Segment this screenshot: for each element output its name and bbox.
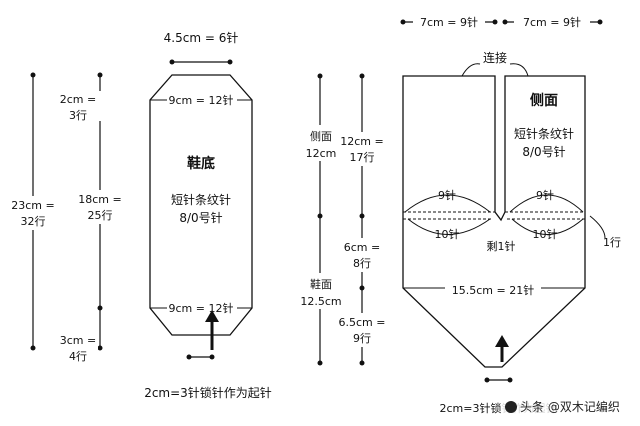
upper-stitch-label: 短针条纹针 (514, 126, 574, 141)
upper-left-10-label: 10针 (435, 227, 460, 241)
sole-diagram: 4.5cm = 6针 9cm = 12针 9cm = 12针 鞋底 短针条纹针 … (10, 30, 272, 400)
upper-remaining-label: 剩1针 (487, 239, 516, 253)
upper-left-width-label: 7cm = 9针 (420, 15, 478, 29)
sole-bottom-taper-rows: 4行 (69, 350, 87, 363)
sole-total-height-cm: 23cm = (11, 199, 54, 212)
upper-vamp-b-rows: 9行 (353, 332, 371, 345)
upper-left-9-label: 9针 (438, 188, 456, 202)
upper-vamp-label: 鞋面 (310, 277, 332, 291)
upper-side-title: 侧面 (530, 92, 558, 109)
sole-top-width-label: 4.5cm = 6针 (164, 30, 239, 45)
upper-one-row-label: 1行 (603, 236, 621, 249)
sole-middle-rows: 25行 (88, 209, 113, 222)
upper-vamp-b-cm: 6.5cm = (339, 316, 386, 329)
upper-side-height-rows: 17行 (350, 151, 375, 164)
sole-total-height-rows: 32行 (21, 215, 46, 228)
upper-side-label-cm: 12cm (306, 147, 337, 160)
upper-vamp-cm: 12.5cm (300, 295, 341, 308)
sole-middle-cm: 18cm = (78, 193, 121, 206)
upper-side-height-cm: 12cm = (340, 135, 383, 148)
upper-vamp-a-cm: 6cm = (344, 241, 380, 254)
sole-bottom-row-label: 9cm = 12针 (169, 301, 234, 315)
upper-right-10-label: 10针 (533, 227, 558, 241)
sole-bottom-taper-cm: 3cm = (60, 334, 96, 347)
watermark-text: 头条 @双木记编织 (520, 400, 620, 414)
sole-title: 鞋底 (187, 155, 215, 172)
sole-top-row-label: 9cm = 12针 (169, 93, 234, 107)
upper-hook-label: 8/0号针 (522, 144, 565, 159)
sole-start-chain-label: 2cm=3针锁针作为起针 (144, 385, 272, 400)
watermark-logo-icon (505, 401, 517, 413)
upper-right-9-label: 9针 (536, 188, 554, 202)
sole-stitch-label: 短针条纹针 (171, 192, 231, 207)
upper-right-width-label: 7cm = 9针 (523, 15, 581, 29)
upper-side-label: 侧面 (310, 130, 332, 143)
sole-hook-label: 8/0号针 (179, 210, 222, 225)
upper-join-label: 连接 (483, 50, 507, 65)
sole-top-taper-cm: 2cm = (60, 93, 96, 106)
watermark: 头条 @双木记编织 (502, 398, 623, 415)
sole-top-taper-rows: 3行 (69, 109, 87, 122)
upper-vamp-a-rows: 8行 (353, 257, 371, 270)
upper-diagram: 7cm = 9针 7cm = 9针 连接 9针 9针 10针 10针 1行 剩1… (300, 14, 621, 415)
sole-outline (149, 74, 253, 336)
upper-outline (402, 75, 586, 368)
upper-mid-width-label: 15.5cm = 21针 (452, 283, 534, 297)
